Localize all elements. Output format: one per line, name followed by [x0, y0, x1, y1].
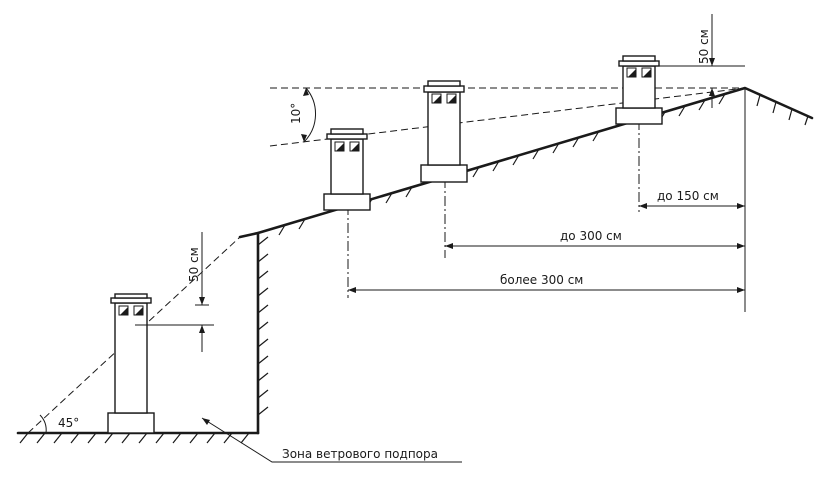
- dist-more-300-label: более 300 см: [500, 273, 583, 287]
- chimney-near-vents: [626, 67, 652, 78]
- dim-50-top-label: 50 см: [697, 29, 711, 64]
- dist-150-label: до 150 см: [657, 189, 719, 203]
- dimension-more-300: более 300 см: [348, 273, 745, 293]
- wind-zone-label: Зона ветрового подпора: [282, 447, 438, 461]
- chimney-ground: [107, 293, 155, 434]
- building-wall: [256, 231, 269, 435]
- angle-45: 45°: [30, 414, 79, 434]
- ground-line: [16, 431, 260, 444]
- chimney-far-vents: [334, 141, 360, 152]
- dimension-50-left: 50 см: [135, 232, 214, 352]
- angle-45-label: 45°: [58, 416, 79, 430]
- dimension-150: до 150 см: [639, 189, 745, 209]
- chimney-middle-vents: [431, 93, 457, 104]
- angle-10: 10°: [289, 87, 316, 143]
- dist-300-label: до 300 см: [560, 229, 622, 243]
- roof-slope: [238, 86, 814, 239]
- chimney-ground-vents: [118, 305, 144, 316]
- chimney-far: [323, 128, 371, 211]
- chimney-near: [615, 55, 663, 125]
- dimension-50-top: 50 см: [657, 14, 745, 108]
- dim-50-left-label: 50 см: [187, 247, 201, 282]
- wind-zone-callout: Зона ветрового подпора: [201, 417, 462, 463]
- chimney-middle: [420, 80, 468, 183]
- chimney-axes: [347, 120, 640, 298]
- angle-10-label: 10°: [289, 103, 303, 124]
- dimension-300: до 300 см: [445, 229, 745, 249]
